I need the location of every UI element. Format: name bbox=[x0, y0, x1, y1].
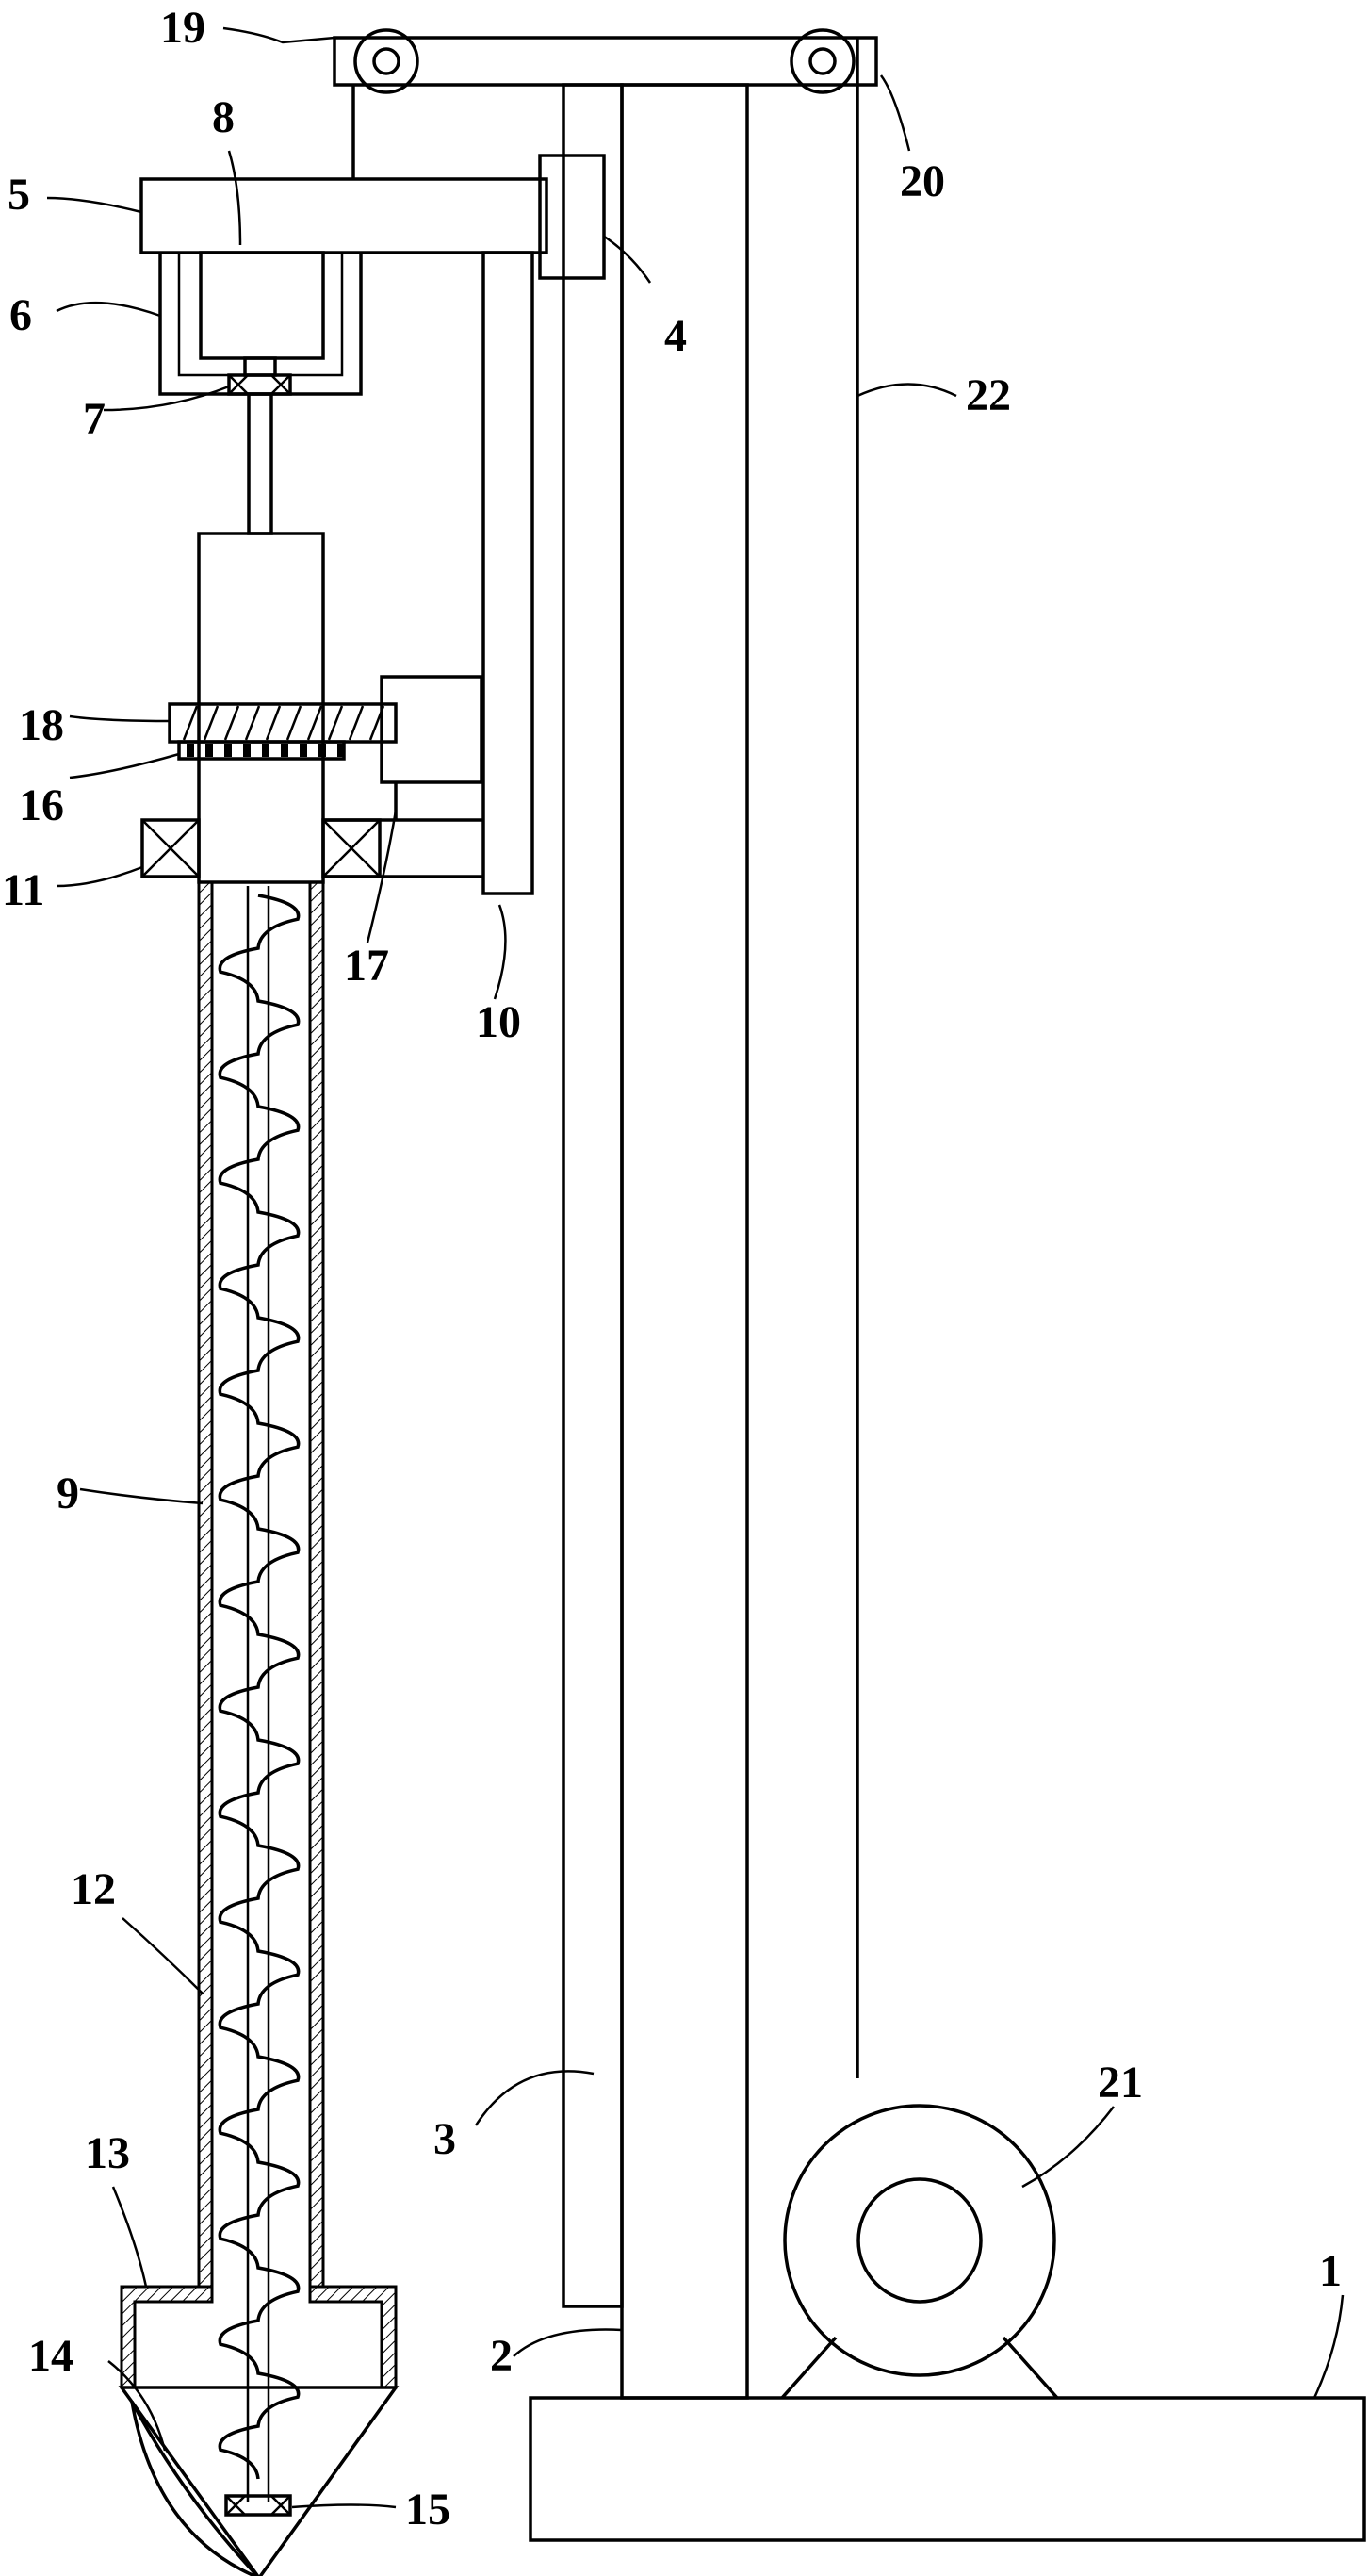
pulley-19-outer bbox=[353, 28, 419, 94]
cone-outline bbox=[118, 2386, 400, 2576]
gear-motor bbox=[380, 675, 483, 784]
bearing-11-left-cross bbox=[141, 819, 200, 878]
upper-sleeve bbox=[197, 532, 325, 884]
ring-tooth bbox=[205, 744, 213, 757]
motor-housing bbox=[158, 253, 363, 396]
worm-tooth bbox=[348, 705, 365, 741]
callout-3: 3 bbox=[433, 2114, 456, 2164]
callout-16: 16 bbox=[19, 780, 64, 830]
ring-tooth bbox=[318, 744, 326, 757]
cone-housing bbox=[120, 2285, 214, 2389]
ring-tooth bbox=[187, 744, 194, 757]
callout-19: 19 bbox=[160, 3, 205, 53]
callout-14: 14 bbox=[28, 2331, 73, 2381]
slider-block bbox=[538, 154, 606, 280]
callout-15: 15 bbox=[405, 2485, 450, 2535]
guide-rail bbox=[562, 83, 624, 2308]
bearing-7-cross bbox=[228, 374, 291, 395]
bearing-15-cross bbox=[225, 2495, 291, 2516]
top-crossbar bbox=[333, 36, 878, 87]
pulley-19-inner bbox=[372, 47, 400, 75]
callout-5: 5 bbox=[8, 170, 30, 220]
cone-housing-right bbox=[308, 2285, 398, 2389]
ring-tooth bbox=[300, 744, 307, 757]
worm-tooth bbox=[265, 705, 282, 741]
bearing-11-left bbox=[140, 818, 201, 878]
horizontal-arm bbox=[139, 177, 548, 254]
callout-2: 2 bbox=[490, 2331, 513, 2381]
callout-21: 21 bbox=[1098, 2058, 1143, 2108]
worm-tooth bbox=[306, 705, 323, 741]
ring-tooth bbox=[243, 744, 251, 757]
callout-4: 4 bbox=[664, 311, 687, 361]
vertical-bracket bbox=[481, 251, 534, 895]
motor bbox=[199, 251, 325, 360]
drive-shaft bbox=[247, 392, 273, 535]
callout-11: 11 bbox=[2, 865, 44, 915]
worm-tooth bbox=[203, 705, 220, 741]
callout-9: 9 bbox=[57, 1468, 79, 1518]
callout-1: 1 bbox=[1319, 2246, 1342, 2296]
winch-motor-outer bbox=[783, 2104, 1056, 2377]
winch-motor-inner bbox=[856, 2177, 983, 2304]
callout-8: 8 bbox=[212, 92, 235, 142]
bearing-11-right-cross bbox=[322, 819, 381, 878]
worm-tooth bbox=[244, 705, 261, 741]
callout-13: 13 bbox=[85, 2128, 130, 2178]
pulley-20-inner bbox=[808, 47, 837, 75]
worm-gear-teeth bbox=[182, 705, 385, 757]
base-plate bbox=[529, 2396, 1366, 2542]
worm-tooth bbox=[182, 705, 199, 741]
ring-tooth bbox=[281, 744, 288, 757]
main-column bbox=[620, 83, 749, 2400]
leader-lines bbox=[46, 26, 1345, 2509]
ring-tooth bbox=[337, 744, 345, 757]
pulley-20-outer bbox=[790, 28, 856, 94]
screw-flight bbox=[218, 894, 301, 2480]
callout-17: 17 bbox=[344, 941, 389, 991]
coupling bbox=[243, 356, 277, 377]
callout-22: 22 bbox=[966, 370, 1011, 420]
bearing-15 bbox=[224, 2494, 292, 2517]
worm-tooth bbox=[285, 705, 302, 741]
tube-wall-right bbox=[308, 880, 325, 2289]
ring-tooth bbox=[262, 744, 269, 757]
worm-tooth bbox=[223, 705, 240, 741]
callout-10: 10 bbox=[476, 997, 521, 1047]
ring-tooth bbox=[224, 744, 232, 757]
callout-20: 20 bbox=[900, 156, 945, 206]
callout-7: 7 bbox=[83, 394, 106, 444]
tube-wall-left bbox=[197, 880, 214, 2289]
callout-18: 18 bbox=[19, 700, 64, 750]
winch-stand bbox=[780, 2336, 1059, 2400]
callout-12: 12 bbox=[71, 1864, 116, 1914]
bearing-11-right bbox=[321, 818, 382, 878]
cutting-blade bbox=[130, 2401, 260, 2576]
callout-6: 6 bbox=[9, 290, 32, 340]
worm-tooth bbox=[327, 705, 344, 741]
ring-gear bbox=[177, 740, 346, 761]
